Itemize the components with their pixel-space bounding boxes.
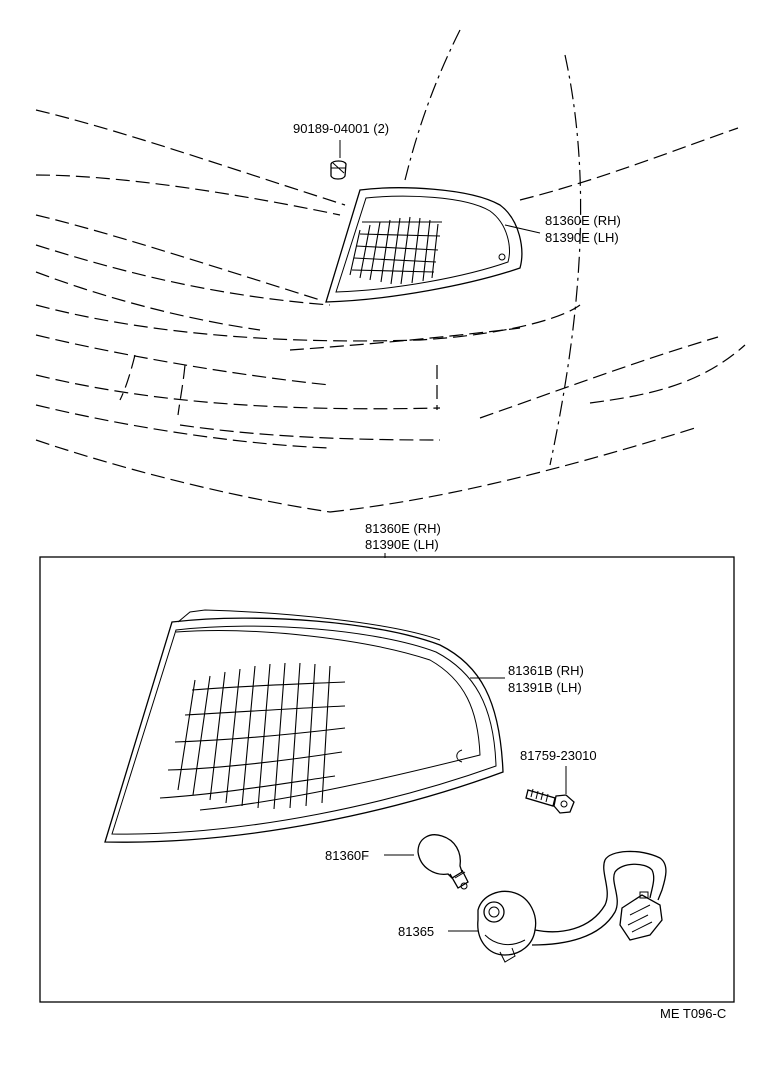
clip-part: [330, 140, 347, 180]
assembly-label-lh: 81390E (LH): [365, 537, 439, 552]
screw-part-label: 81759-23010: [520, 748, 597, 763]
lamp-part-label-lh: 81390E (LH): [545, 230, 619, 245]
lens-part-label-lh: 81391B (LH): [508, 680, 582, 695]
vehicle-body-outline: [35, 29, 746, 513]
lamp-leader-line: [504, 224, 541, 234]
lamp-part-label-rh: 81360E (RH): [545, 213, 621, 228]
bulb-part: [417, 834, 469, 890]
lens-part-label-rh: 81361B (RH): [508, 663, 584, 678]
assembly-label-rh: 81360E (RH): [365, 521, 441, 536]
socket-part-label: 81365: [398, 924, 434, 939]
socket-part: [477, 850, 667, 963]
clip-part-label: 90189-04001 (2): [293, 121, 389, 136]
lamp-lens-detail: [104, 609, 504, 843]
lens-grid: [159, 662, 346, 810]
corner-lamp-installed: [325, 187, 523, 303]
screw-part: [525, 766, 575, 814]
diagram-code: ME T096-C: [660, 1006, 726, 1021]
assembly-frame: [39, 556, 735, 1003]
bulb-part-label: 81360F: [325, 848, 369, 863]
